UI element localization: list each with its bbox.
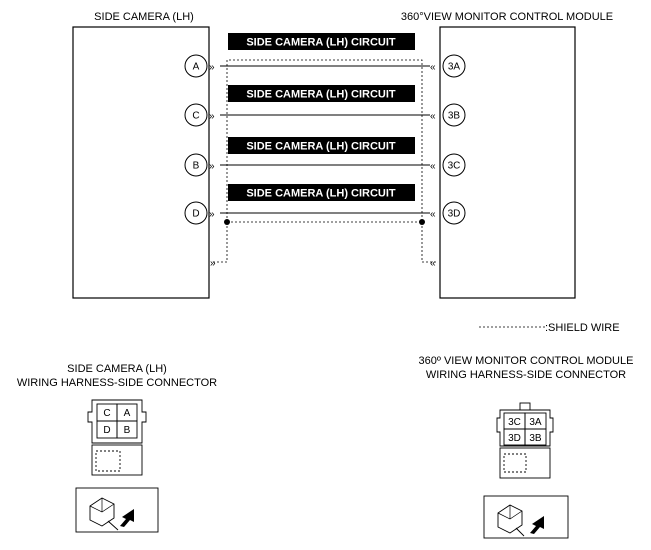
connector-chevron-left: » [209, 111, 215, 122]
pin-label-left: B [193, 161, 200, 172]
connector-housing [496, 409, 554, 447]
circuit-label-box [228, 137, 415, 154]
circuit-c-3b: SIDE CAMERA (LH) CIRCUIT » « C 3B [184, 85, 466, 127]
shield-left-chevron: » [210, 258, 216, 269]
circuit-label: SIDE CAMERA (LH) CIRCUIT [246, 37, 396, 49]
right-connector-pin: 3B [529, 433, 542, 444]
right-connector-pin: 3D [508, 433, 521, 444]
legend: :SHIELD WIRE [479, 322, 620, 334]
right-connector-title-2: WIRING HARNESS-SIDE CONNECTOR [426, 369, 626, 381]
circuit-label-box [228, 85, 415, 102]
pin-circle-right [442, 54, 466, 78]
side-camera-box [72, 26, 210, 299]
left-connector-pin: D [103, 425, 110, 436]
circuit-d-3d: SIDE CAMERA (LH) CIRCUIT » « D 3D [184, 184, 466, 225]
pin-circle-left [184, 201, 208, 225]
pin-label-left: D [192, 209, 199, 220]
circuit-label-box [228, 33, 415, 50]
legend-shield-wire-label: :SHIELD WIRE [545, 322, 620, 334]
connector-housing [87, 399, 147, 444]
circuit-label: SIDE CAMERA (LH) CIRCUIT [246, 188, 396, 200]
pin-label-left: C [192, 111, 199, 122]
circuit-label-box [228, 184, 415, 201]
left-connector-title-2: WIRING HARNESS-SIDE CONNECTOR [17, 377, 217, 389]
pin-label-right: 3A [448, 62, 461, 73]
pin-circle-left [184, 54, 208, 78]
shield-wire [212, 59, 437, 263]
left-connector-title-1: SIDE CAMERA (LH) [67, 363, 167, 375]
circuit-b-3c: SIDE CAMERA (LH) CIRCUIT » « B 3C [184, 137, 466, 177]
circuit-label: SIDE CAMERA (LH) CIRCUIT [246, 89, 396, 101]
right-view-direction-icon [483, 495, 569, 539]
right-connector-pin: 3C [508, 417, 521, 428]
pin-cell [524, 428, 547, 446]
connector-chevron-left: » [209, 62, 215, 73]
pin-circle-right [442, 103, 466, 127]
connector-chevron-left: » [209, 209, 215, 220]
shield-junction-right [419, 219, 425, 225]
pin-circle-right [442, 201, 466, 225]
pin-label-right: 3C [448, 161, 461, 172]
pin-label-right: 3B [448, 111, 461, 122]
pin-circle-right [442, 153, 466, 177]
right-connector-pin: 3A [529, 417, 542, 428]
right-component-title: 360°VIEW MONITOR CONTROL MODULE [401, 11, 613, 23]
pin-circle-left [184, 103, 208, 127]
pin-label-right: 3D [448, 209, 461, 220]
circuit-a-3a: SIDE CAMERA (LH) CIRCUIT » « A 3A [184, 33, 466, 78]
left-connector-pin: A [124, 408, 131, 419]
pin-cell [116, 420, 138, 439]
connector-chevron-right: « [430, 209, 436, 220]
connector-chevron-right: « [430, 62, 436, 73]
connector-chevron-right: « [430, 161, 436, 172]
connector-body [91, 444, 143, 476]
control-module-box [439, 26, 576, 299]
connector-key [519, 402, 531, 411]
right-connector-face [496, 402, 554, 479]
connector-lock [503, 453, 527, 473]
left-connector-pin: C [103, 408, 110, 419]
right-connector-title-1: 360º VIEW MONITOR CONTROL MODULE [419, 355, 634, 367]
left-view-direction-icon [75, 487, 159, 533]
left-component-title: SIDE CAMERA (LH) [94, 11, 194, 23]
connector-chevron-right: « [430, 111, 436, 122]
circuit-label: SIDE CAMERA (LH) CIRCUIT [246, 141, 396, 153]
pin-circle-left [184, 153, 208, 177]
left-connector-face [87, 399, 147, 476]
connector-body [499, 447, 551, 479]
left-connector-pin: B [124, 425, 131, 436]
shield-junction-left [224, 219, 230, 225]
connector-chevron-left: » [209, 161, 215, 172]
shield-right-chevron: « [430, 258, 436, 269]
pin-label-left: A [193, 62, 200, 73]
connector-lock [95, 450, 121, 472]
